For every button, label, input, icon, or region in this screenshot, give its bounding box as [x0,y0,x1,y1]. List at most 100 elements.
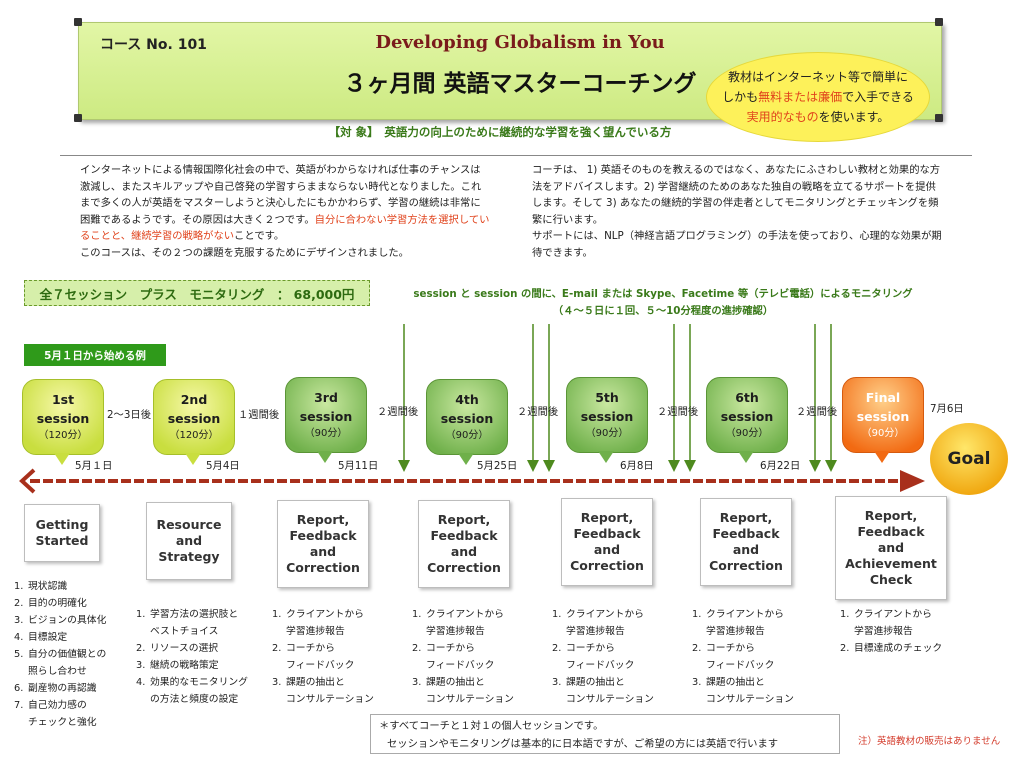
session-bubble-tail [738,451,754,463]
phase-step-number [552,657,566,674]
session-word: session [440,411,494,426]
phase-step: 学習進捗報告 [840,623,942,640]
phase-title-line: Correction [709,558,783,573]
phase-step-number: 6. [14,683,24,694]
phase-step: 学習進捗報告 [692,623,794,640]
phase-step: 3.課題の抽出と [692,674,794,691]
phase-step: フィードバック [692,657,794,674]
session-date: 5月11日 [338,460,379,472]
phase-step-text: フィードバック [286,660,355,671]
target-audience: 【対 象】 英語力の向上のために継続的な学習を強く望んでいる方 [328,125,672,139]
phase-step: 3.課題の抽出と [412,674,514,691]
phase-title-line: Correction [427,560,501,575]
phase-step-text: 課題の抽出と [426,677,485,688]
phase-step-number [136,691,150,708]
phase-step: 照らし合わせ [14,663,106,680]
phase-step-number: 1. [692,609,702,620]
phase-title-line: Correction [570,558,644,573]
phase-title-line: Resource [156,517,222,532]
session-date: 5月4日 [206,460,240,472]
session-name: 4th [455,392,479,407]
phase-title-line: and [450,544,478,559]
phase-steps-list: 1.クライアントから学習進捗報告 2. 目標達成のチェック [840,606,942,657]
session-dur: （120分） [38,430,88,441]
session-name: 5th [595,390,619,405]
session-word: session [167,411,221,426]
phase-step-number [272,657,286,674]
intro-left-highlight: 自分に合わない学習方法を選択していることと、継続学習の戦略がない [80,213,490,243]
phase-step-text: 学習進捗報告 [854,626,913,637]
session-bubble-tail [54,453,70,465]
phase-step: チェックと強化 [14,714,106,731]
phase-step-text: 課題の抽出と [286,677,345,688]
intro-left-text-c: このコースは、その２つの課題を克服するためにデザインされました。 [80,246,409,259]
phase-step-number: 2. [552,643,562,654]
phase-step: 学習進捗報告 [272,623,374,640]
session-date: 5月25日 [477,460,518,472]
materials-sale-note: 注）英語教材の販売はありません [858,736,1001,747]
phase-step-text: 課題の抽出と [566,677,625,688]
phase-step: 3.課題の抽出と [272,674,374,691]
phase-step: 1.クライアントから [552,606,654,623]
phase-title-line: Achievement [845,556,937,571]
phase-title-line: and [593,542,621,557]
phase-step-text: チェックと強化 [28,717,97,728]
phase-step-text: の方法と頻度の設定 [150,694,239,705]
monitoring-note: session と session の間に、E-mail または Skype、F… [380,286,946,320]
phase-step-text: 副産物の再認識 [28,683,97,694]
session-bubble-tail [317,451,333,463]
phase-step: 学習進捗報告 [412,623,514,640]
session-word: session [299,409,353,424]
phase-step: 2.コーチから [412,640,514,657]
session-date: 5月１日 [75,460,113,472]
phase-step-number: 3. [692,677,702,688]
phase-step: 7.自己効力感の [14,697,106,714]
phase-step-number [840,623,854,640]
bubble-line2-a: しかも [722,90,759,104]
session-word: session [36,411,90,426]
phase-title-line: Feedback [857,524,925,539]
session-interval: 2〜3日後 [107,409,151,421]
phase-step-text: コーチから [706,643,755,654]
phase-step: フィードバック [272,657,374,674]
phase-title-line: Getting [35,517,89,532]
course-title-jp: ３ヶ月間 英語マスターコーチング [343,71,697,97]
phase-step-number: 2. [272,643,282,654]
phase-step-number [412,657,426,674]
phase-step-number: 2. [840,643,850,654]
phase-step-number: 4. [136,677,146,688]
phase-title-line: and [732,542,760,557]
phase-step: 2.目的の明確化 [14,595,106,612]
phase-step-number [552,691,566,708]
monitoring-note-line1: session と session の間に、E-mail または Skype、F… [413,288,913,300]
session-dur: （90分） [304,428,348,439]
phase-step-number [14,663,28,680]
session-name: 2nd [180,392,208,407]
phase-step: 3.継続の戦略策定 [136,657,248,674]
session-interval: ２週間後 [377,406,419,418]
footnote-line1: ＊すべてコーチと１対１の個人セッションです。 [379,720,604,732]
phase-title-line: Started [35,533,89,548]
banner-corner-br [935,114,943,122]
phase-step-number: 1. [552,609,562,620]
phase-step-text: ビジョンの具体化 [28,615,107,626]
phase-step-text: 目標達成のチェック [854,643,943,654]
phase-step: 1.クライアントから [840,606,942,623]
phase-step-number [412,623,426,640]
phase-step: コンサルテーション [412,691,514,708]
phase-title-line: Correction [286,560,360,575]
intro-right-paragraph: コーチは、 1) 英語そのものを教えるのではなく、あなたにふさわしい教材と効果的… [532,162,944,261]
session-word: session [856,409,910,424]
phase-step: 2.リソースの選択 [136,640,248,657]
phase-step-text: リソースの選択 [150,643,219,654]
phase-step-text: 学習進捗報告 [426,626,485,637]
footnote-line2: セッションやモニタリングは基本的に日本語ですが、ご希望の方には英語で行います [387,738,779,750]
